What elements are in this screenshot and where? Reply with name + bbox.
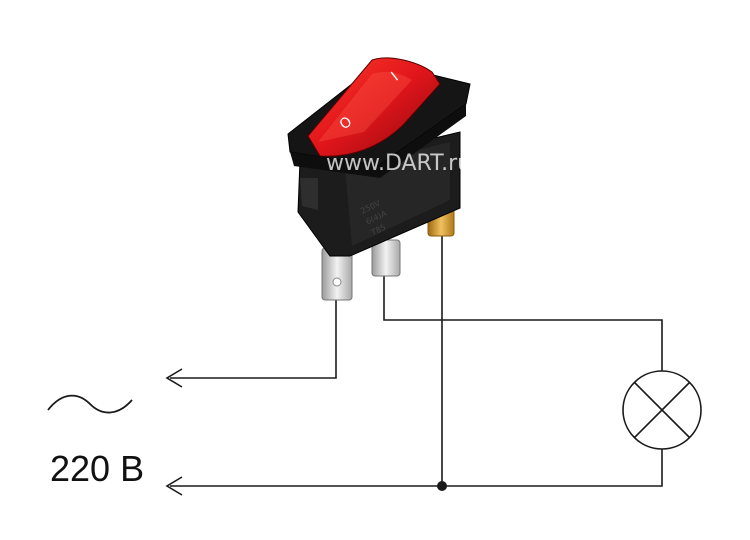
terminal-left (321, 247, 353, 301)
wire-phase-in (170, 292, 337, 379)
arrow-left-icon (165, 368, 183, 388)
switch-rocker (307, 57, 441, 157)
watermark: www.DART.ru (326, 151, 471, 176)
lamp-icon (622, 370, 702, 450)
junction-dot-icon (437, 481, 447, 491)
wires (170, 230, 663, 487)
wire-switch-to-lamp (383, 270, 663, 372)
terminal-middle (371, 239, 401, 277)
voltage-label: 220 В (50, 448, 144, 489)
arrow-left-icon (165, 476, 183, 496)
rocker-switch: O I 250V 6(4)A T85 (287, 57, 471, 301)
ac-wave-icon (47, 394, 133, 414)
wire-lamp-return (170, 448, 663, 487)
